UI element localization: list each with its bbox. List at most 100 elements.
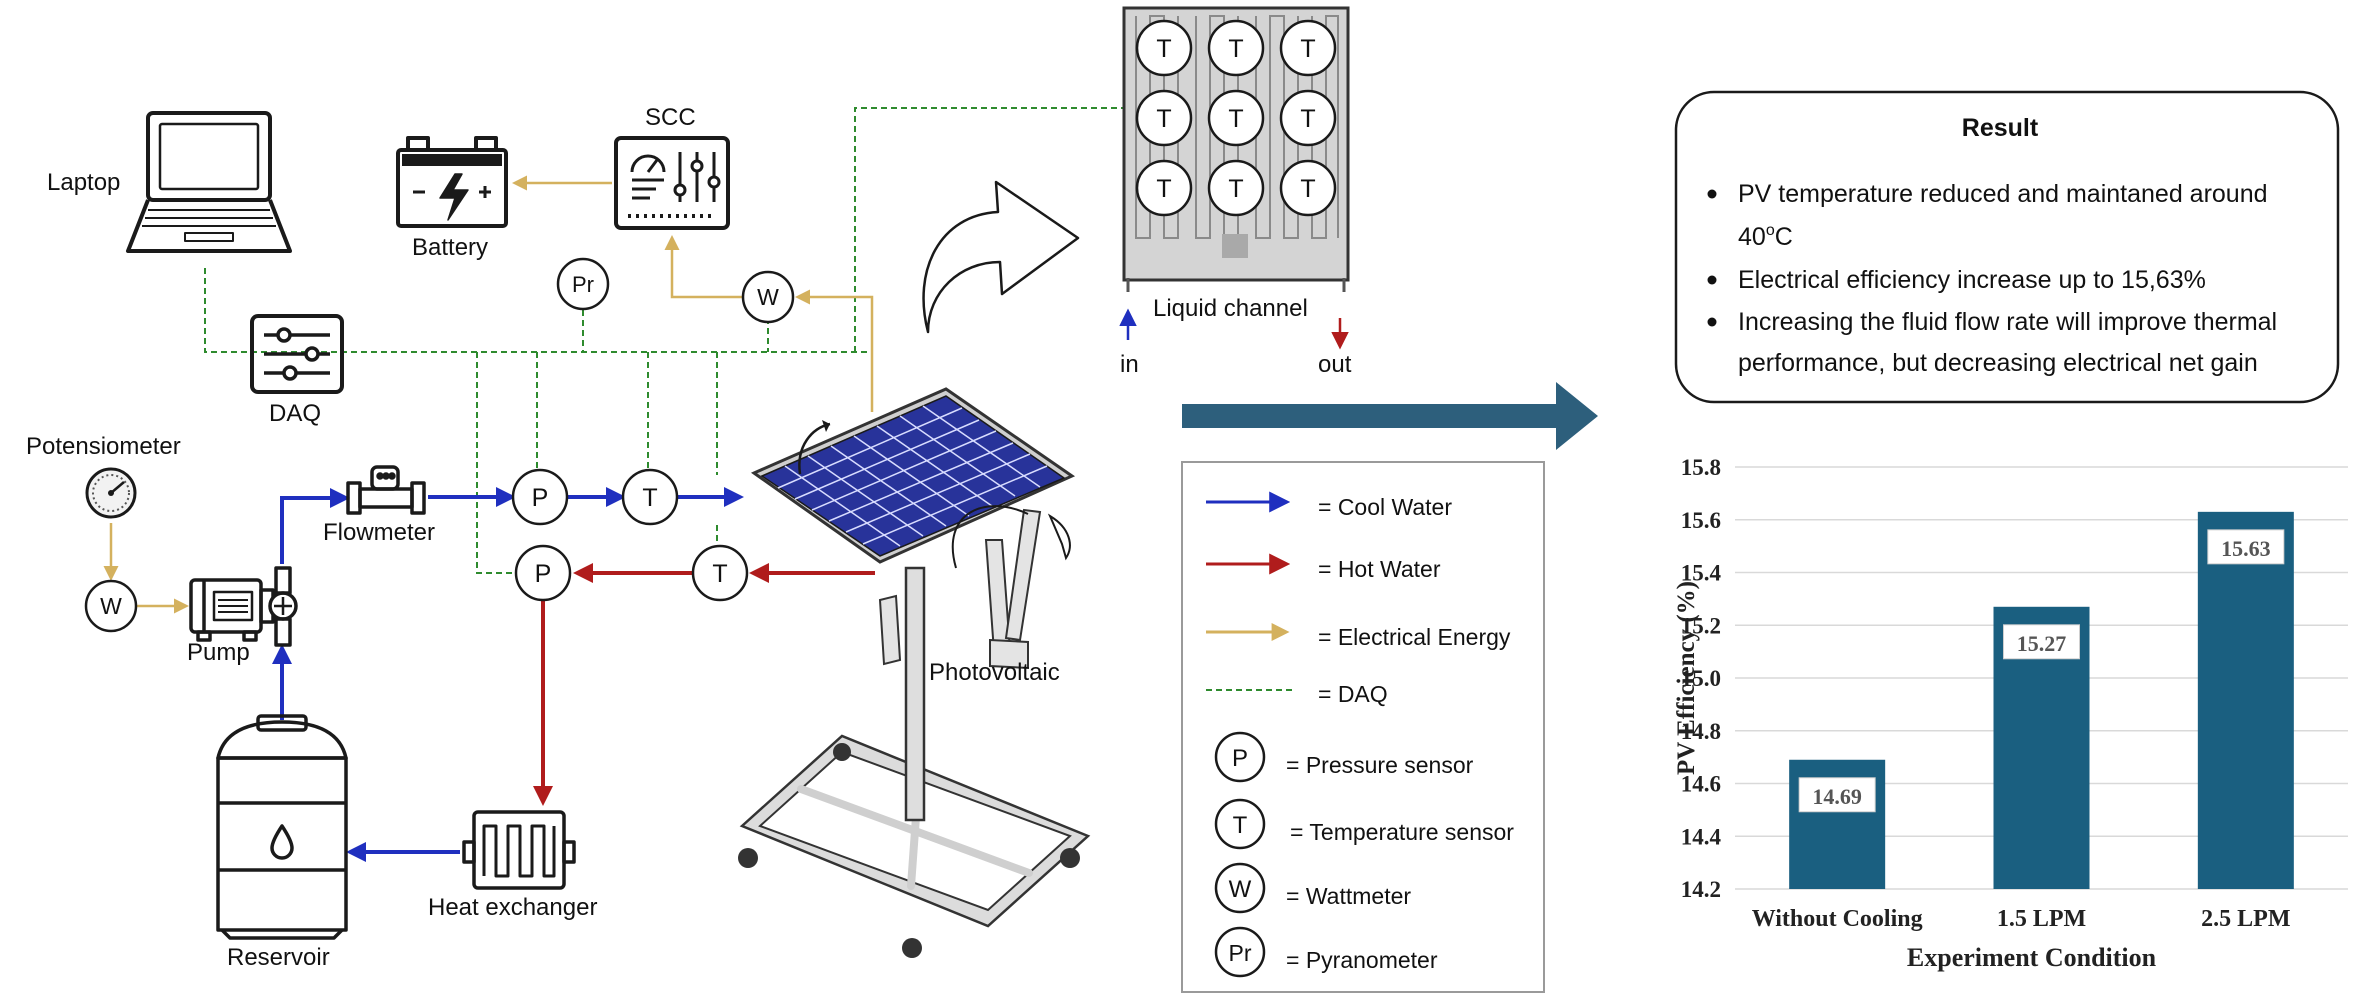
chart-x-axis-label: Experiment Condition	[1907, 943, 2157, 972]
chart-y-tick-3: 14.8	[1681, 719, 1721, 744]
legend-daq: = DAQ	[1318, 681, 1388, 707]
cool-water-lines	[272, 487, 744, 862]
daq-icon	[250, 314, 344, 394]
result-title: Result	[1962, 114, 2039, 142]
battery-label: Battery	[412, 234, 488, 261]
legend-temperature-sensor: = Temperature sensor	[1290, 819, 1514, 845]
liquid-channel-label: Liquid channel	[1153, 295, 1308, 322]
chart-y-axis-label: PV Efficiency (%)	[1673, 581, 1700, 775]
in-label: in	[1120, 351, 1139, 378]
photovoltaic-label: Photovoltaic	[929, 659, 1060, 686]
lc-t-7: T	[1156, 175, 1171, 203]
laptop-icon	[126, 111, 292, 253]
result-bullet1-line1: PV temperature reduced and maintaned aro…	[1738, 180, 2268, 208]
potensiometer-label: Potensiometer	[26, 433, 181, 460]
chart-x-tick-labels: Without Cooling 1.5 LPM 2.5 LPM	[1752, 906, 2291, 932]
legend-p-letter: P	[1232, 745, 1248, 772]
chart-y-tick-0: 14.2	[1681, 877, 1721, 902]
out-label: out	[1318, 351, 1352, 378]
photovoltaic-rig	[738, 387, 1091, 958]
daq-label: DAQ	[269, 400, 321, 427]
pressure-hot-letter: P	[535, 560, 552, 588]
pyranometer-letter: Pr	[572, 272, 594, 297]
chart-value-label-0: 14.69	[1812, 784, 1862, 809]
efficiency-bar-chart: 14.2 14.4 14.6 14.8 15.0 15.2 15.4 15.6 15.8 14.…	[1673, 455, 2348, 972]
curved-outline-arrow	[922, 180, 1080, 334]
chart-y-tick-labels: 14.2 14.4 14.6 14.8 15.0 15.2 15.4 15.6 15.8	[1681, 455, 1722, 902]
lc-t-5: T	[1228, 105, 1243, 133]
pressure-sensor-cool: P	[511, 468, 569, 526]
result-box: Result PV temperature reduced and mainta…	[1674, 90, 2340, 404]
pump-icon	[189, 566, 298, 647]
result-bullet3-line1: Increasing the fluid flow rate will impr…	[1738, 308, 2277, 336]
scc-label: SCC	[645, 104, 696, 131]
scc-icon	[614, 136, 730, 230]
legend-cool-water: = Cool Water	[1318, 494, 1452, 520]
chart-y-tick-1: 14.4	[1681, 824, 1722, 849]
heat-exchanger-label: Heat exchanger	[428, 894, 597, 921]
temperature-cool-letter: T	[642, 484, 657, 512]
pressure-cool-letter: P	[532, 484, 549, 512]
chart-y-tick-7: 15.6	[1681, 508, 1721, 533]
legend-pyranometer: = Pyranometer	[1286, 947, 1438, 973]
chart-y-tick-5: 15.2	[1681, 613, 1721, 638]
electrical-lines	[103, 175, 874, 614]
lc-t-1: T	[1156, 35, 1171, 63]
temperature-sensor-cool: T	[621, 468, 679, 526]
reservoir-label: Reservoir	[227, 944, 330, 971]
chart-value-label-2: 15.63	[2221, 536, 2271, 561]
result-bullet2: Electrical efficiency increase up to 15,…	[1738, 266, 2206, 294]
lc-t-9: T	[1300, 175, 1315, 203]
chart-y-tick-6: 15.4	[1681, 561, 1722, 586]
flowmeter-label: Flowmeter	[323, 519, 435, 546]
legend-hot-water: = Hot Water	[1318, 556, 1441, 582]
chart-value-box-0	[1798, 777, 1876, 813]
result-bullet1-line2: 40oC	[1738, 222, 1793, 251]
legend-pressure-sensor: = Pressure sensor	[1286, 752, 1474, 778]
flowmeter-icon	[346, 465, 426, 515]
daq-lines	[204, 107, 1135, 574]
lc-t-4: T	[1156, 105, 1171, 133]
lc-t-8: T	[1228, 175, 1243, 203]
chart-value-box-2	[2207, 529, 2285, 565]
wattmeter-left-letter: W	[100, 593, 122, 619]
wattmeter-top-letter: W	[757, 284, 779, 310]
chart-y-tick-4: 15.0	[1681, 666, 1721, 691]
lc-t-2: T	[1228, 35, 1243, 63]
legend-wattmeter: = Wattmeter	[1286, 883, 1411, 909]
legend-w-letter: W	[1229, 876, 1252, 903]
hot-water-lines	[533, 563, 875, 806]
chart-bars: 14.69 15.27 15.63	[1789, 511, 2294, 889]
laptop-label: Laptop	[47, 169, 120, 196]
temperature-hot-letter: T	[712, 560, 727, 588]
chart-x-tick-1: 1.5 LPM	[1997, 906, 2086, 932]
chart-bar-2	[2197, 511, 2294, 889]
legend-box: = Cool Water = Hot Water = Electrical En…	[1181, 461, 1545, 993]
legend-electrical-energy: = Electrical Energy	[1318, 624, 1511, 650]
pyranometer-sensor: Pr	[556, 257, 610, 311]
legend-t-letter: T	[1233, 812, 1248, 839]
chart-x-tick-0: Without Cooling	[1752, 906, 1923, 932]
chart-value-box-1	[2003, 624, 2080, 660]
big-right-arrow	[1182, 382, 1598, 450]
pressure-sensor-hot: P	[514, 544, 572, 602]
wattmeter-left: W	[84, 579, 138, 633]
chart-value-label-1: 15.27	[2017, 631, 2067, 656]
wattmeter-top: W	[741, 270, 795, 324]
heat-exchanger-icon	[462, 810, 576, 890]
result-bullet3-line2: performance, but decreasing electrical n…	[1738, 349, 2258, 377]
lc-t-6: T	[1300, 105, 1315, 133]
chart-x-tick-2: 2.5 LPM	[2201, 906, 2290, 932]
chart-y-tick-8: 15.8	[1681, 455, 1721, 480]
liquid-channel-sensors: T T T T T T T T T	[1135, 19, 1337, 217]
battery-icon	[396, 136, 508, 228]
reservoir-icon	[216, 714, 348, 940]
temperature-sensor-hot: T	[691, 544, 749, 602]
pv-cell-grid	[777, 405, 1048, 547]
legend-pr-letter: Pr	[1229, 940, 1252, 966]
chart-y-tick-2: 14.6	[1681, 772, 1721, 797]
potensiometer-icon	[85, 467, 137, 519]
lc-t-3: T	[1300, 35, 1315, 63]
